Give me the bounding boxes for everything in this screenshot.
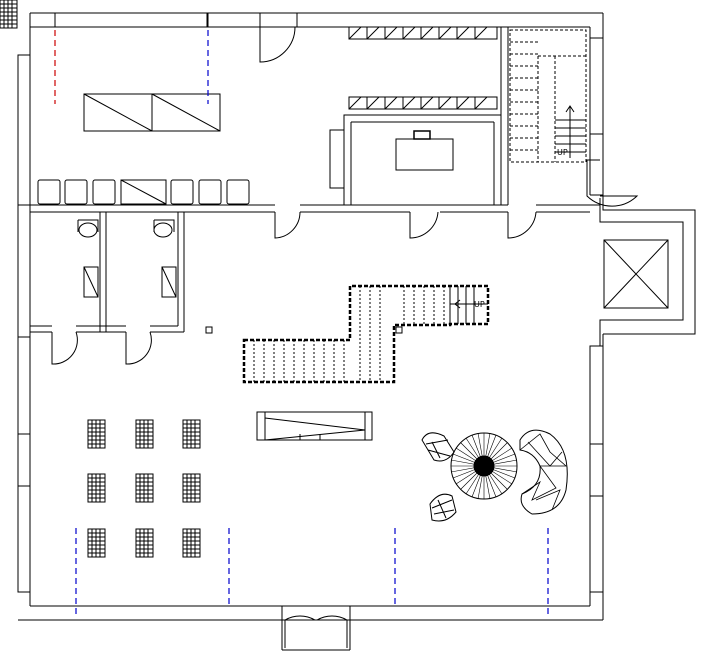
- lounge-set: [421, 429, 568, 522]
- reference-lines: [54, 30, 549, 617]
- central-stair: [205, 284, 490, 384]
- door-swing-icon: [316, 615, 348, 648]
- chair-icon: [413, 130, 431, 140]
- toilet-icon: [78, 222, 98, 238]
- armchair-icon: [429, 493, 457, 522]
- round-table-icon: [450, 432, 518, 500]
- door-swing-icon: [586, 160, 639, 207]
- elevator-shaft-icon: [603, 239, 669, 309]
- door-swing-icon: [274, 211, 301, 239]
- sink-icon: [161, 266, 177, 298]
- storage-bins: [37, 179, 250, 205]
- toilet-icon: [153, 222, 173, 238]
- doors: [51, 26, 639, 648]
- bar-room: [329, 129, 454, 189]
- grid-chairs: [0, 0, 201, 558]
- door-swing-icon: [125, 331, 152, 365]
- stair-upper: [509, 29, 587, 163]
- shelving-top: [348, 26, 498, 110]
- door-swing-icon: [51, 331, 78, 365]
- stair-icon: [555, 105, 586, 158]
- door-swing-icon: [507, 211, 537, 239]
- stair-up-label-upper: UP: [557, 148, 568, 157]
- door-swing-icon: [259, 26, 296, 63]
- work-counter: [83, 93, 221, 132]
- interior-walls: [30, 27, 600, 651]
- armchair-icon: [421, 432, 455, 462]
- door-swing-icon: [409, 211, 439, 239]
- sink-icon: [83, 266, 99, 298]
- stair-up-label-center: UP: [474, 300, 485, 309]
- toilet-icon: [77, 219, 99, 232]
- restroom-fixtures: [77, 219, 177, 298]
- reception-counter: [256, 411, 373, 441]
- grid-chair-icon: [0, 0, 18, 29]
- sofa-icon: [519, 429, 568, 515]
- exterior-walls: [17, 12, 696, 621]
- door-swing-icon: [284, 615, 316, 648]
